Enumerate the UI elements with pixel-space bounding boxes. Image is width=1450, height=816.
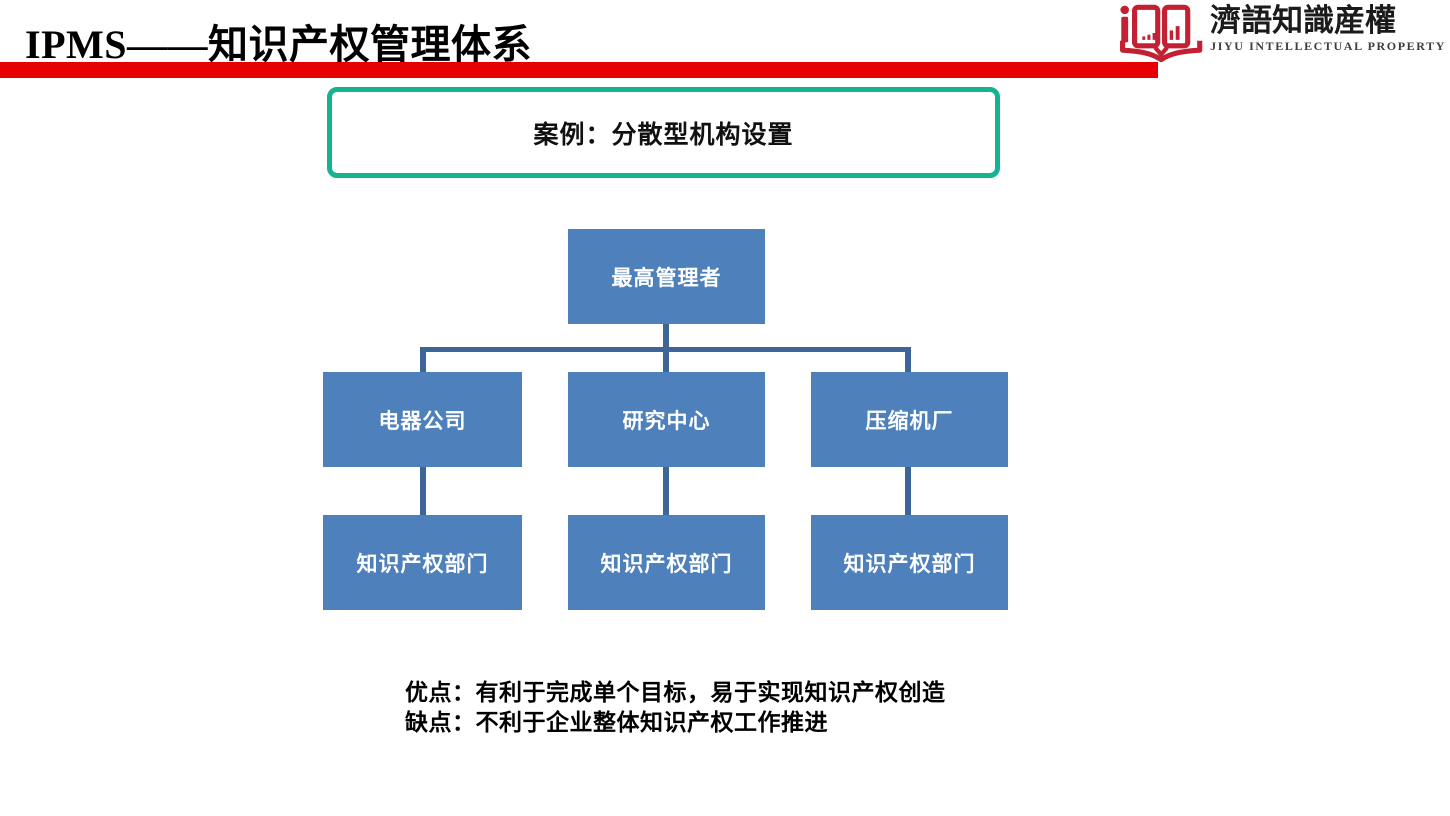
org-box-branch2-child: 知识产权部门 <box>568 515 765 610</box>
logo-name-chinese: 濟語知識産權 <box>1210 3 1397 38</box>
note-cons: 缺点：不利于企业整体知识产权工作推进 <box>405 710 828 735</box>
logo-name-english: JIYU INTELLECTUAL PROPERTY <box>1210 39 1446 53</box>
org-box-label: 最高管理者 <box>611 265 722 290</box>
org-box-branch1-child: 知识产权部门 <box>323 515 522 610</box>
case-banner-label: 案例：分散型机构设置 <box>533 121 794 149</box>
org-box-branch3: 压缩机厂 <box>811 372 1008 467</box>
notes-block: 优点：有利于完成单个目标，易于实现知识产权创造 缺点：不利于企业整体知识产权工作… <box>405 678 946 738</box>
org-box-branch1: 电器公司 <box>323 372 522 467</box>
open-book-chart-icon <box>1118 3 1206 68</box>
org-box-branch3-child: 知识产权部门 <box>811 515 1008 610</box>
org-box-label: 知识产权部门 <box>600 551 733 576</box>
org-box-label: 知识产权部门 <box>843 551 976 576</box>
company-logo: 濟語知識産權 JIYU INTELLECTUAL PROPERTY <box>1118 3 1446 68</box>
connector-branch2-child <box>663 467 669 515</box>
connector-drop-left <box>420 347 426 372</box>
org-box-label: 研究中心 <box>622 408 711 433</box>
org-box-branch2: 研究中心 <box>568 372 765 467</box>
note-pros: 优点：有利于完成单个目标，易于实现知识产权创造 <box>405 680 946 705</box>
connector-horizontal <box>420 347 911 352</box>
org-box-root: 最高管理者 <box>568 229 765 324</box>
org-box-label: 电器公司 <box>378 408 467 433</box>
page-title: IPMS——知识产权管理体系 <box>25 22 532 67</box>
case-banner: 案例：分散型机构设置 <box>327 87 1000 178</box>
connector-drop-right <box>905 347 911 372</box>
red-accent-bar <box>0 62 1158 78</box>
connector-branch3-child <box>905 467 911 515</box>
org-box-label: 知识产权部门 <box>356 551 489 576</box>
org-box-label: 压缩机厂 <box>865 408 954 433</box>
connector-branch1-child <box>420 467 426 515</box>
